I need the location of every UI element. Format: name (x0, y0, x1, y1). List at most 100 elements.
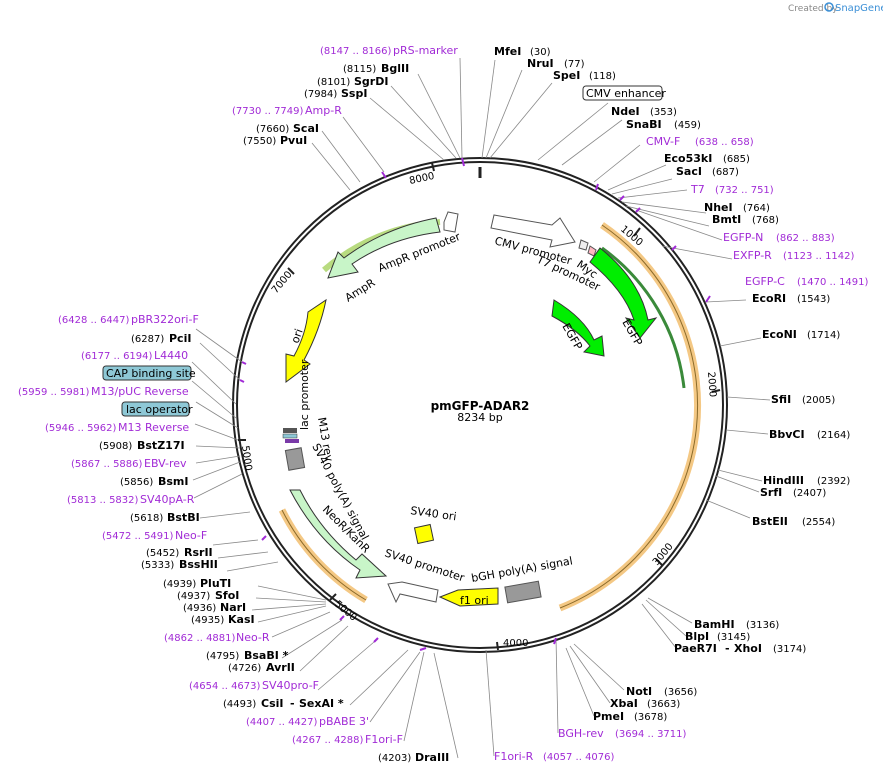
site-bamhi[interactable]: BamHI (694, 618, 735, 631)
site-nhei[interactable]: NheI (704, 201, 733, 214)
primer-ebv-rev-pos: (5867 .. 5886) (71, 459, 143, 470)
site-bglii[interactable]: BglII (381, 62, 409, 75)
orf-arc-right-line (559, 224, 699, 609)
site-eco53ki[interactable]: Eco53kI (664, 152, 712, 165)
primer-egfp-n[interactable]: EGFP-N (723, 231, 763, 244)
primer-m13-puc[interactable]: M13/pUC Reverse (91, 385, 189, 398)
primer-prs-marker[interactable]: pRS-marker (393, 44, 458, 57)
cmv-promoter-arrow[interactable] (490, 214, 576, 248)
primer-neo-r[interactable]: Neo-R (236, 631, 270, 644)
site-saci[interactable]: SacI (676, 165, 702, 178)
primer-ebv-rev[interactable]: EBV-rev (144, 457, 187, 470)
site-pvui[interactable]: PvuI (280, 134, 307, 147)
primer-bgh-rev[interactable]: BGH-rev (558, 727, 604, 740)
primer-m13-reverse[interactable]: M13 Reverse (118, 421, 189, 434)
primer-exfp-r[interactable]: EXFP-R (733, 249, 772, 262)
site-bsabi[interactable]: BsaBI * (244, 649, 289, 662)
ampr-arrow[interactable] (327, 217, 441, 279)
site-xhoi[interactable]: XhoI (734, 642, 762, 655)
primer-f1ori-r[interactable]: F1ori-R (494, 750, 534, 763)
cap-binding-site-box[interactable] (102, 365, 192, 381)
label-f1-ori: f1 ori (460, 594, 489, 607)
egfp-inner-arrow[interactable] (551, 299, 605, 357)
ori-arrow[interactable] (285, 298, 327, 383)
primer-cmv-f[interactable]: CMV-F (646, 135, 680, 148)
primer-sv40pa-r[interactable]: SV40pA-R (140, 493, 195, 506)
primer-l4440[interactable]: L4440 (154, 349, 188, 362)
site-sexai[interactable]: SexAI * (299, 697, 344, 710)
site-mfei-pos: (30) (530, 47, 551, 58)
site-draiii[interactable]: DraIII (415, 751, 449, 764)
tick-label-7000: 7000 (270, 269, 295, 296)
primer-amp-r[interactable]: Amp-R (305, 104, 342, 117)
lac-operator-box[interactable] (121, 401, 190, 417)
site-bstz17i[interactable]: BstZ17I (137, 439, 185, 452)
site-hindiii[interactable]: HindIII (763, 474, 804, 487)
primer-bgh-rev-pos: (3694 .. 3711) (615, 729, 687, 740)
primer-f1ori-r-pos: (4057 .. 4076) (543, 752, 615, 763)
site-nari[interactable]: NarI (220, 601, 246, 614)
sv40-promoter-arrow[interactable] (387, 581, 439, 604)
label-sv40-promoter: SV40 promoter (383, 546, 466, 584)
bgh-polya-block[interactable] (504, 580, 542, 604)
site-nrui[interactable]: NruI (527, 57, 554, 70)
site-sgrdi[interactable]: SgrDI (354, 75, 388, 88)
site-nrui-pos: (77) (564, 59, 585, 70)
site-sfoi-pos: (4937) (177, 591, 210, 602)
site-rsrii[interactable]: RsrII (184, 546, 213, 559)
site-pluti[interactable]: PluTI (200, 577, 231, 590)
site-paer7i[interactable]: PaeR7I (674, 642, 717, 655)
site-xhoi-pos: (3174) (773, 644, 806, 655)
site-econi[interactable]: EcoNI (762, 328, 797, 341)
site-kasi[interactable]: KasI (228, 613, 255, 626)
primer-sv40pro-f[interactable]: SV40pro-F (262, 679, 319, 692)
primer-f1ori-f[interactable]: F1ori-F (365, 733, 403, 746)
site-xbai-pos: (3663) (647, 699, 680, 710)
label-sv40-ori: SV40 ori (410, 504, 458, 523)
site-saci-pos: (687) (712, 167, 739, 178)
site-mfei[interactable]: MfeI (494, 45, 521, 58)
orf-arc-left-line (281, 509, 367, 601)
egfp-outer-arrow[interactable] (589, 247, 658, 339)
primer-t7[interactable]: T7 (690, 183, 705, 196)
sv40-ori-block[interactable] (413, 523, 435, 545)
site-spei[interactable]: SpeI (553, 69, 580, 82)
primer-pbabe3[interactable]: pBABE 3' (319, 715, 369, 728)
site-csii[interactable]: CsiI (261, 697, 283, 710)
label-ori: ori (289, 327, 306, 345)
site-ecori[interactable]: EcoRI (752, 292, 786, 305)
cap-binding-site-label: CAP binding site (106, 367, 196, 380)
site-nhei-pos: (764) (743, 203, 770, 214)
site-sfii[interactable]: SfiI (771, 393, 791, 406)
site-bmti[interactable]: BmtI (712, 213, 741, 226)
site-bbvci[interactable]: BbvCI (769, 428, 805, 441)
site-snabi[interactable]: SnaBI (626, 118, 662, 131)
ampr-promoter-arrow[interactable] (443, 211, 459, 233)
site-bstbi[interactable]: BstBI (167, 511, 200, 524)
site-pmei[interactable]: PmeI (593, 710, 624, 723)
site-bsmi[interactable]: BsmI (158, 475, 189, 488)
primer-amp-r-pos: (7730 .. 7749) (232, 106, 304, 117)
site-ndei[interactable]: NdeI (611, 105, 640, 118)
f1-ori-arrow[interactable] (438, 587, 499, 607)
primer-egfp-c[interactable]: EGFP-C (745, 275, 785, 288)
site-scai[interactable]: ScaI (293, 122, 319, 135)
cmv-enhancer-box[interactable] (582, 85, 663, 101)
tick-4000 (496, 641, 499, 651)
primer-pbr322ori-f[interactable]: pBR322ori-F (131, 313, 199, 326)
site-pcii[interactable]: PciI (169, 332, 191, 345)
primer-neo-f[interactable]: Neo-F (175, 529, 207, 542)
primer-neo-f-pos: (5472 .. 5491) (102, 531, 174, 542)
site-bsshii[interactable]: BssHII (179, 558, 218, 571)
site-sspi[interactable]: SspI (341, 87, 367, 100)
site-avrii[interactable]: AvrII (266, 661, 295, 674)
site-bsteii[interactable]: BstEII (752, 515, 788, 528)
site-noti[interactable]: NotI (626, 685, 652, 698)
site-sfoi[interactable]: SfoI (215, 589, 239, 602)
site-blpi[interactable]: BlpI (685, 630, 709, 643)
site-xbai[interactable]: XbaI (610, 697, 638, 710)
t7-promoter-arrow[interactable] (578, 239, 589, 251)
sv40-polya-block[interactable] (284, 447, 306, 471)
site-srfi[interactable]: SrfI (760, 486, 782, 499)
neo-arrow[interactable] (289, 489, 388, 579)
